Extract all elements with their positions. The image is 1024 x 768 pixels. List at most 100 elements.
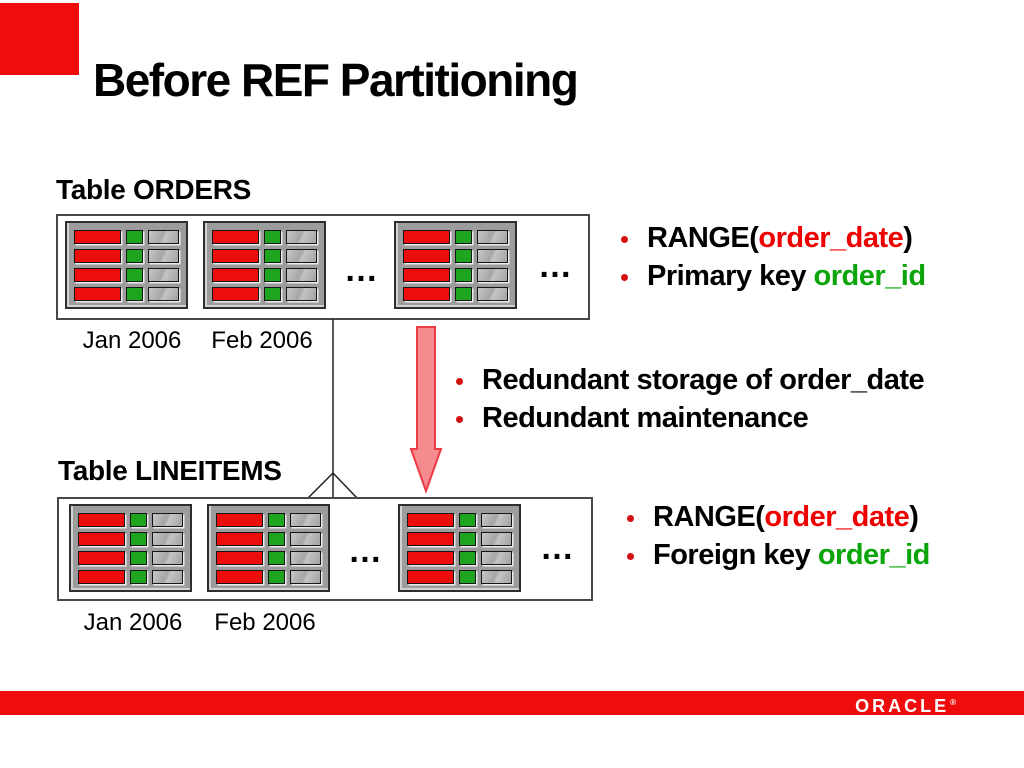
bullet-icon [621,235,628,243]
table-row [407,569,512,584]
table-cell-gray [480,531,512,546]
table-cell-gray [151,550,183,565]
table-cell-green [264,248,281,263]
table-cell-red [212,267,260,282]
ellipsis-more-partitions: … [348,532,384,570]
table-row [74,286,179,301]
corner-accent-square [0,3,79,75]
table-cell-green [459,512,476,527]
table-row [78,512,183,527]
table-cell-red [74,248,122,263]
table-cell-gray [476,248,508,263]
table-row [407,550,512,565]
bullet-icon [456,377,463,385]
table-row [407,512,512,527]
bullet-redundant-maintenance: Redundant maintenance [450,399,924,437]
bullet-text: Redundant storage of order_date [482,363,925,396]
table-cell-red [407,512,455,527]
table-row [74,248,179,263]
partition-icon [207,504,330,592]
table-cell-red [74,286,122,301]
bullet-icon [627,514,634,522]
table-row [212,286,317,301]
bullet-text: RANGE(order_date) [647,221,913,254]
consequence-bullet-list: Redundant storage of order_date Redundan… [450,361,925,437]
table-cell-green [455,267,472,282]
table-row [78,550,183,565]
table-cell-green [459,569,476,584]
bullet-redundant-storage: Redundant storage of order_date [450,361,925,399]
ellipsis-more-partitions: … [344,251,380,289]
partition-label-jan: Jan 2006 [82,327,182,354]
table-cell-red [78,531,126,546]
table-row [216,531,321,546]
table-row [403,229,508,244]
bullet-primary-key: Primary key order_id [615,257,926,295]
table-cell-red [403,267,451,282]
table-cell-gray [285,229,317,244]
partition-icon [203,221,326,309]
table-row [216,550,321,565]
table-cell-red [78,512,126,527]
bullet-range-order-date: RANGE(order_date) [615,219,926,257]
table-cell-gray [480,569,512,584]
table-cell-green [268,512,285,527]
partition-icon [69,504,192,592]
lineitems-bullet-list: RANGE(order_date) Foreign key order_id [621,498,930,574]
bullet-foreign-key: Foreign key order_id [621,536,930,574]
partition-label-feb: Feb 2006 [214,609,316,636]
table-cell-green [126,248,143,263]
table-cell-green [268,569,285,584]
table-cell-gray [285,248,317,263]
table-cell-green [130,550,147,565]
table-cell-green [126,267,143,282]
table-cell-gray [480,512,512,527]
table-cell-green [264,286,281,301]
bullet-range-order-date: RANGE(order_date) [621,498,930,536]
table-row [216,569,321,584]
table-cell-gray [476,286,508,301]
table-cell-red [212,229,260,244]
table-row [403,286,508,301]
orders-table-heading: Table ORDERS [56,174,252,205]
table-cell-red [74,267,122,282]
partition-label-feb: Feb 2006 [211,327,313,354]
table-cell-red [78,550,126,565]
crowsfoot-icon [307,472,334,499]
table-cell-red [216,569,264,584]
crowsfoot-icon [332,472,358,499]
table-cell-green [126,286,143,301]
table-cell-green [268,550,285,565]
lineitems-partition-box [57,497,593,601]
table-cell-gray [147,286,179,301]
table-row [212,248,317,263]
bullet-text: Foreign key order_id [653,538,930,571]
table-cell-gray [151,569,183,584]
table-cell-red [74,229,122,244]
slide-title: Before REF Partitioning [93,54,579,106]
orders-partition-box [56,214,590,320]
bullet-icon [627,552,634,560]
table-row [74,229,179,244]
table-cell-gray [480,550,512,565]
bullet-text: RANGE(order_date) [653,500,919,533]
table-cell-red [403,229,451,244]
table-row [216,512,321,527]
footer-bar [0,691,1024,715]
table-cell-green [130,512,147,527]
table-cell-green [268,531,285,546]
table-cell-red [212,286,260,301]
table-cell-green [130,569,147,584]
bullet-icon [456,415,463,423]
table-row [78,531,183,546]
table-cell-gray [147,267,179,282]
table-cell-green [455,248,472,263]
table-row [407,531,512,546]
table-cell-red [407,550,455,565]
table-cell-gray [289,550,321,565]
registered-mark: ® [950,698,956,707]
table-cell-green [264,229,281,244]
table-row [403,267,508,282]
table-cell-gray [151,531,183,546]
